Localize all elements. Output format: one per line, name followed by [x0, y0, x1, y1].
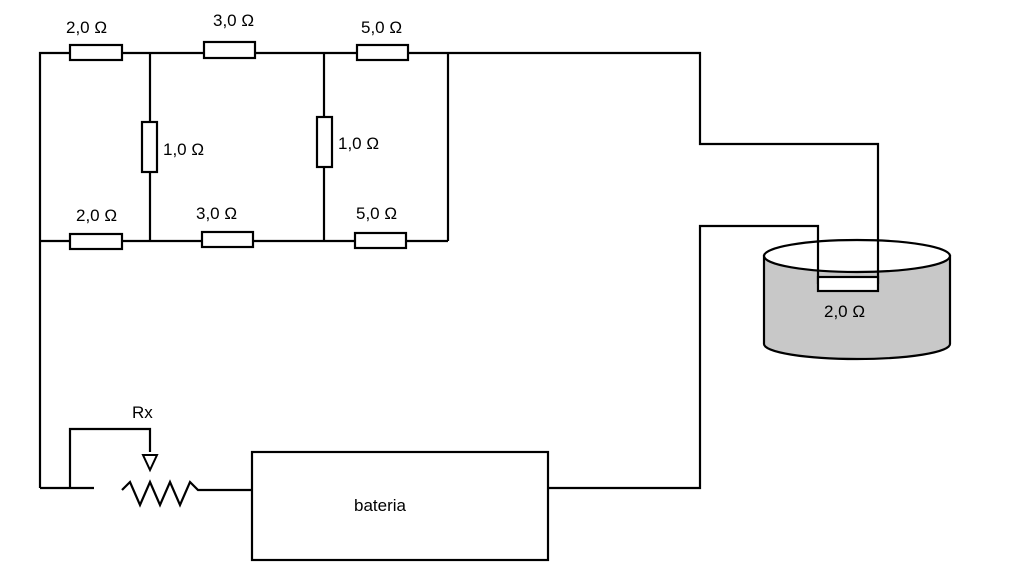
- resistor-mid-1: [140, 120, 159, 174]
- label-bot-r3: 5,0 Ω: [356, 204, 397, 223]
- label-top-r1: 2,0 Ω: [66, 18, 107, 37]
- label-bot-r2: 3,0 Ω: [196, 204, 237, 223]
- rheostat-zigzag: [121, 479, 252, 508]
- wiper-arrow-icon: [141, 454, 159, 473]
- resistor-top-3: [355, 43, 410, 62]
- wire-top-rail: [38, 51, 70, 488]
- label-mid-r1: 1,0 Ω: [163, 140, 204, 159]
- label-top-r3: 5,0 Ω: [361, 18, 402, 37]
- label-top-r2: 3,0 Ω: [213, 11, 254, 30]
- resistor-top-2: [202, 40, 257, 60]
- wire-wiper: [68, 427, 152, 488]
- resistor-top-1: [68, 43, 124, 62]
- label-rheostat: Rx: [132, 403, 153, 422]
- label-battery: bateria: [354, 496, 407, 515]
- tank: [762, 238, 952, 361]
- resistor-bot-3: [353, 231, 408, 250]
- battery-box: [250, 450, 550, 562]
- label-tank-r: 2,0 Ω: [824, 302, 865, 321]
- resistor-mid-2: [315, 115, 334, 169]
- label-bot-r1: 2,0 Ω: [76, 206, 117, 225]
- label-mid-r2: 1,0 Ω: [338, 134, 379, 153]
- resistor-bot-2: [200, 230, 255, 249]
- resistor-bot-1: [68, 232, 124, 251]
- tank-rim: [762, 238, 952, 274]
- resistor-tank: [816, 275, 880, 293]
- wire-top-to-tank: [408, 51, 880, 278]
- tank-body: [762, 254, 952, 361]
